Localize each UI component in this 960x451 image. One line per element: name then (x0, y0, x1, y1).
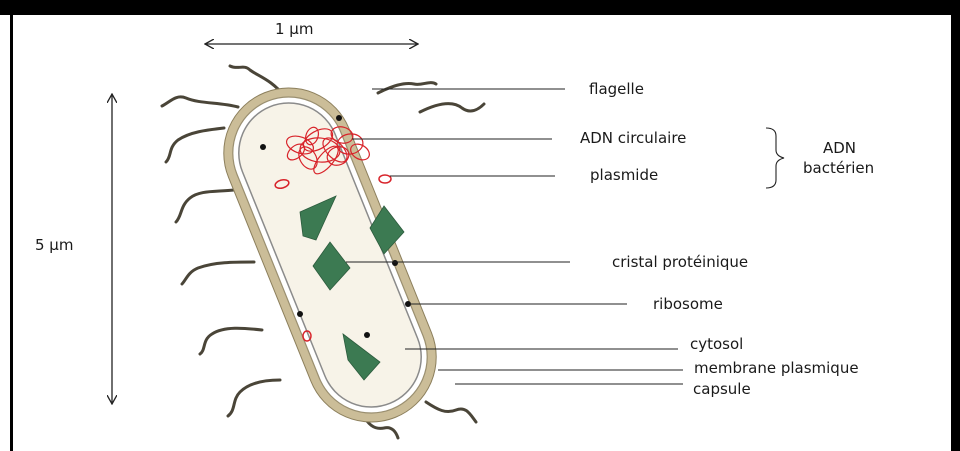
ribosome-dot (392, 260, 398, 266)
label-adn-bacterien-line2: bactérien (803, 159, 874, 177)
ribosome-dot (336, 115, 342, 121)
ribosome-dot (260, 144, 266, 150)
label-membrane: membrane plasmique (694, 359, 859, 377)
label-flagelle: flagelle (589, 80, 644, 98)
height-label: 5 µm (35, 236, 73, 254)
width-label: 1 µm (275, 20, 313, 38)
label-capsule: capsule (693, 380, 751, 398)
ribosome-dot (364, 332, 370, 338)
label-cytosol: cytosol (690, 335, 743, 353)
label-adn-circulaire: ADN circulaire (580, 129, 686, 147)
label-cristal: cristal protéinique (612, 253, 748, 271)
label-ribosome: ribosome (653, 295, 723, 313)
label-adn-bacterien-line1: ADN (823, 139, 856, 157)
plasmid (379, 175, 391, 183)
adn-bracket (766, 128, 784, 188)
ribosome-dot (297, 311, 303, 317)
label-plasmide: plasmide (590, 166, 658, 184)
